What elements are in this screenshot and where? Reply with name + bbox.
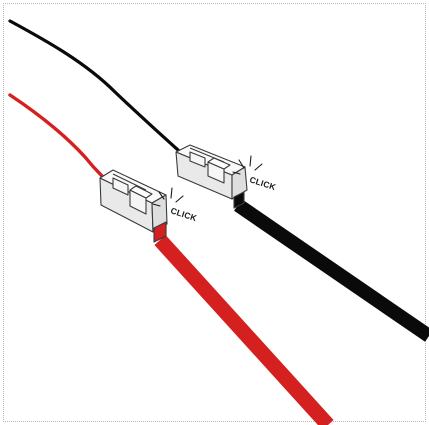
illustration-frame: [3, 3, 426, 422]
upper-click-burst-icon: [232, 155, 263, 175]
black-wire-input-strand: [8, 19, 180, 152]
lower-click-burst-icon: [152, 187, 184, 207]
upper-click-label: CLICK: [248, 174, 277, 192]
lower-connector: [99, 169, 168, 243]
lower-click-label: CLICK: [169, 205, 198, 223]
red-wire-output: [154, 234, 334, 425]
red-wire-input-strand: [8, 93, 104, 178]
black-wire-output: [234, 199, 429, 342]
upper-connector: [175, 144, 248, 209]
